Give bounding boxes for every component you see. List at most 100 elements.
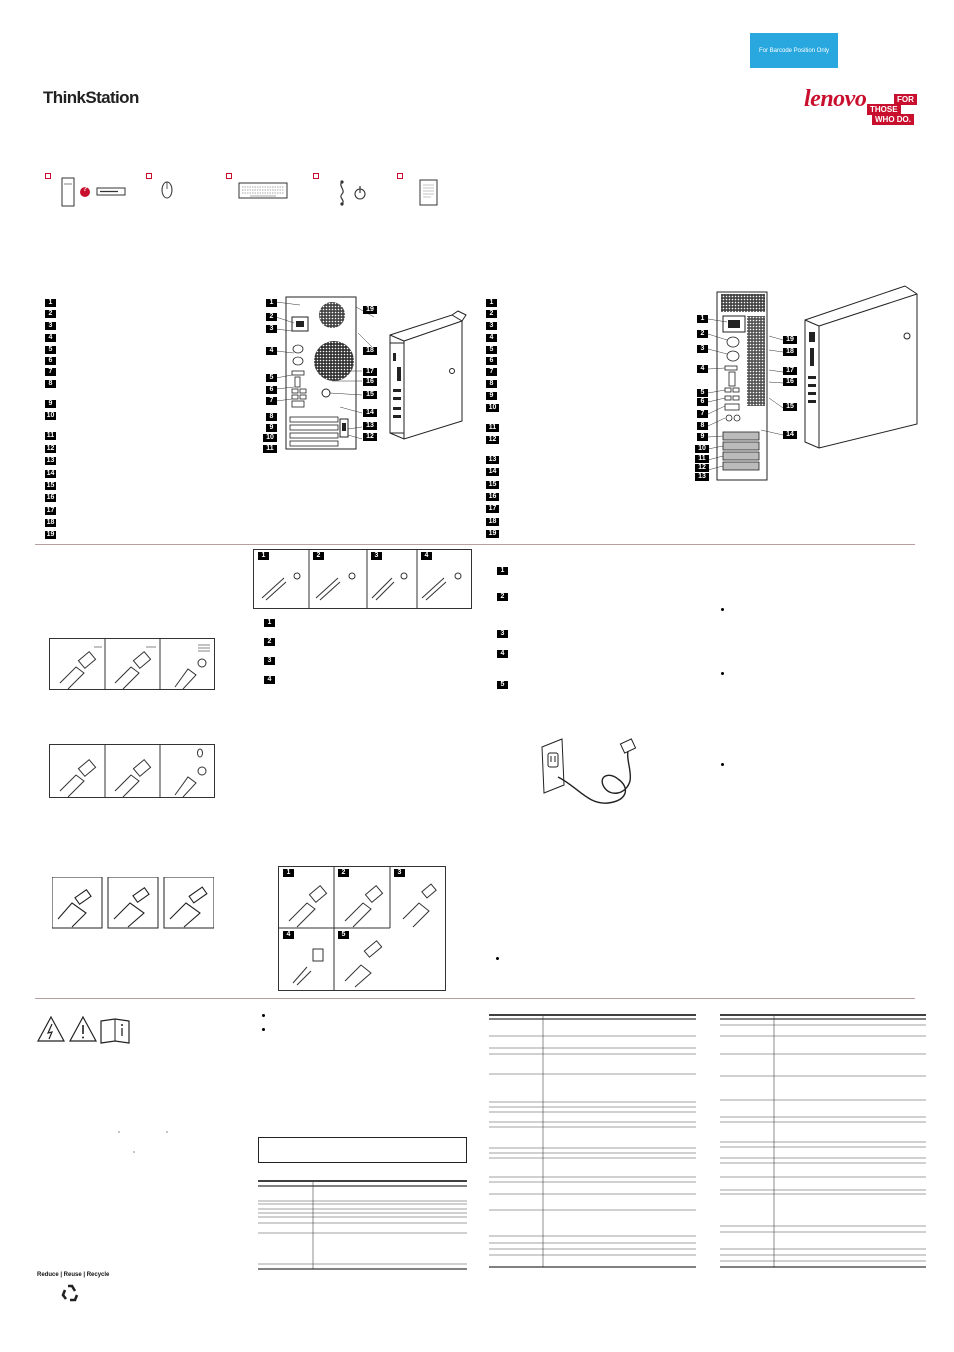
callout-number: 17: [783, 367, 797, 375]
checkbox-mouse: [146, 173, 152, 179]
callout-number: 4: [486, 334, 497, 342]
step-number: 1: [264, 619, 275, 627]
callout-number: 1: [45, 299, 56, 307]
step-number: 1: [497, 567, 508, 575]
dvi-dp-vga-icon: [51, 876, 215, 929]
step-number: 2: [264, 638, 275, 646]
callout-number: 13: [45, 457, 56, 465]
mouse-connector-panel: [49, 744, 215, 798]
callout-number: 5: [45, 346, 56, 354]
callout-number: 18: [363, 347, 377, 355]
callout-number: 15: [783, 403, 797, 411]
callout-number: 1: [266, 299, 277, 307]
callout-number: 8: [486, 380, 497, 388]
audio-label: 1: [258, 552, 269, 560]
step-number: 4: [264, 676, 275, 684]
audio-jacks-illustration: [261, 550, 462, 608]
step-number: 5: [497, 681, 508, 689]
callout-number: 14: [486, 468, 499, 476]
degree-mark: °: [166, 1131, 168, 1137]
callout-number: 18: [486, 518, 499, 526]
bullet: [721, 608, 724, 611]
callout-number: 6: [486, 357, 497, 365]
callout-number: 16: [363, 378, 377, 386]
audio-label: 2: [313, 552, 324, 560]
bullet: [262, 1014, 265, 1017]
callout-number: 10: [695, 445, 709, 453]
bullet: [262, 1028, 265, 1031]
power-outlet-illustration: [541, 738, 637, 804]
callout-number: 3: [697, 345, 708, 353]
callout-number: 15: [486, 481, 499, 489]
info-manual-icon: [100, 1018, 130, 1044]
electric-hazard-icon: [37, 1015, 66, 1042]
callout-number: 2: [266, 313, 277, 321]
callout-number: 14: [45, 470, 56, 478]
callout-number: 2: [45, 310, 56, 318]
barcode-placeholder: For Barcode Position Only: [750, 33, 838, 68]
callout-number: 8: [697, 422, 708, 430]
audio-label: 3: [371, 552, 382, 560]
callout-number: 15: [45, 482, 56, 490]
checkbox-power-cord: [313, 173, 319, 179]
callout-number: 3: [266, 325, 277, 333]
callout-number: 14: [783, 431, 797, 439]
callout-number: 13: [363, 422, 377, 430]
section-divider: [35, 544, 915, 545]
callout-number: 19: [363, 306, 377, 314]
tagline-word: FOR: [894, 94, 917, 105]
step-number: 3: [497, 630, 508, 638]
notice-box: [258, 1137, 467, 1163]
monitor-label: 1: [283, 869, 294, 877]
optional-badge: ?: [82, 186, 88, 193]
callout-number: 9: [486, 392, 497, 400]
audio-label: 4: [421, 552, 432, 560]
callout-number: 18: [783, 348, 797, 356]
callout-number: 9: [266, 424, 277, 432]
tower-rear-illustration: [275, 296, 467, 450]
callout-number: 1: [697, 315, 708, 323]
bullet: [496, 957, 499, 960]
callout-number: 5: [486, 346, 497, 354]
callout-number: 4: [266, 347, 277, 355]
audio-panel: 1 2 3 4: [253, 549, 472, 609]
callout-number: 7: [486, 368, 497, 376]
callout-number: 13: [695, 473, 709, 481]
degree-mark: °: [118, 1131, 120, 1137]
safety-icons: [37, 1015, 130, 1044]
callout-number: 2: [486, 310, 497, 318]
checkbox-keyboard: [226, 173, 232, 179]
power-cord-icon: [340, 180, 366, 206]
warning-icon: [68, 1015, 98, 1042]
callout-number: 12: [363, 433, 377, 441]
keyboard-icon: [238, 182, 288, 199]
monitor-label: 5: [338, 931, 349, 939]
section-divider: [35, 998, 915, 999]
callout-number: 11: [263, 445, 277, 453]
callout-number: 18: [45, 519, 56, 527]
bullet: [721, 672, 724, 675]
mouse-icon: [161, 181, 173, 199]
step-number: 3: [264, 657, 275, 665]
callout-number: 15: [363, 391, 377, 399]
callout-number: 13: [486, 456, 499, 464]
monitor-connector-panel: 1 2 3 4 5: [278, 866, 446, 991]
callout-number: 3: [486, 322, 497, 330]
callout-number: 6: [266, 386, 277, 394]
callout-number: 4: [697, 365, 708, 373]
callout-number: 11: [45, 432, 56, 440]
callout-number: 5: [697, 389, 708, 397]
callout-number: 12: [486, 436, 499, 444]
usb-ps2-mouse-icon: [59, 745, 207, 798]
degree-mark: °: [133, 1151, 135, 1157]
callout-number: 8: [45, 380, 56, 388]
callout-number: 6: [45, 357, 56, 365]
callout-number: 16: [783, 378, 797, 386]
monitor-connectors-illustration: [279, 867, 437, 990]
tagline-word: THOSE: [867, 104, 901, 115]
callout-number: 11: [486, 424, 499, 432]
callout-number: 19: [45, 531, 56, 539]
callout-number: 9: [45, 400, 56, 408]
callout-number: 17: [486, 505, 499, 513]
callout-number: 19: [486, 530, 499, 538]
